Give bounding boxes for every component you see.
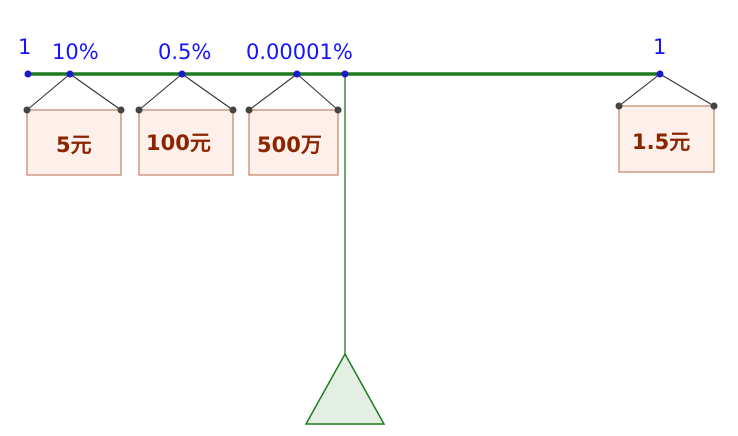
value-label: 100元 — [146, 131, 211, 155]
hang-point — [178, 70, 186, 78]
hang-point — [293, 70, 301, 78]
hanger-right-point — [229, 106, 237, 114]
value-label: 1.5元 — [632, 130, 690, 154]
hanger-left-point — [23, 106, 31, 114]
hanger-left-point — [245, 106, 253, 114]
hanger-line-right — [659, 73, 715, 107]
beam-left-end-point — [24, 70, 32, 78]
weight-group: 1.5元 — [615, 70, 718, 173]
hanger-right-point — [710, 102, 718, 110]
fulcrum-triangle — [304, 352, 386, 425]
value-label: 500万 — [257, 133, 322, 157]
probability-label: 0.5% — [158, 40, 211, 64]
hanger-line-left — [138, 73, 183, 111]
hanger-left-point — [135, 106, 143, 114]
hanger-line-left — [248, 73, 298, 111]
hanger-right-point — [117, 106, 125, 114]
weight-box — [248, 109, 339, 176]
beam-pivot-point — [341, 70, 349, 78]
weight-group: 0.00001% 500万 — [245, 40, 353, 176]
probability-label: 10% — [52, 40, 99, 64]
hanger-right-point — [334, 106, 342, 114]
hanger-line-right — [181, 73, 234, 111]
weight-box — [618, 105, 715, 173]
hanger-line-left — [618, 73, 661, 107]
weight-box — [138, 109, 234, 176]
hanger-left-point — [615, 102, 623, 110]
hang-point — [656, 70, 664, 78]
value-label: 5元 — [56, 133, 92, 157]
hanger-line-right — [296, 73, 339, 111]
probability-label: 0.00001% — [246, 40, 353, 64]
weight-box — [26, 109, 122, 176]
hanger-line-right — [69, 73, 122, 111]
weight-group: 0.5% 100元 — [135, 40, 237, 176]
beam-left-end-label: 1 — [18, 35, 31, 59]
beam-right-end-label: 1 — [653, 35, 666, 59]
weight-group: 10% 5元 — [23, 40, 125, 176]
hang-point — [66, 70, 74, 78]
hanger-line-left — [26, 73, 71, 111]
